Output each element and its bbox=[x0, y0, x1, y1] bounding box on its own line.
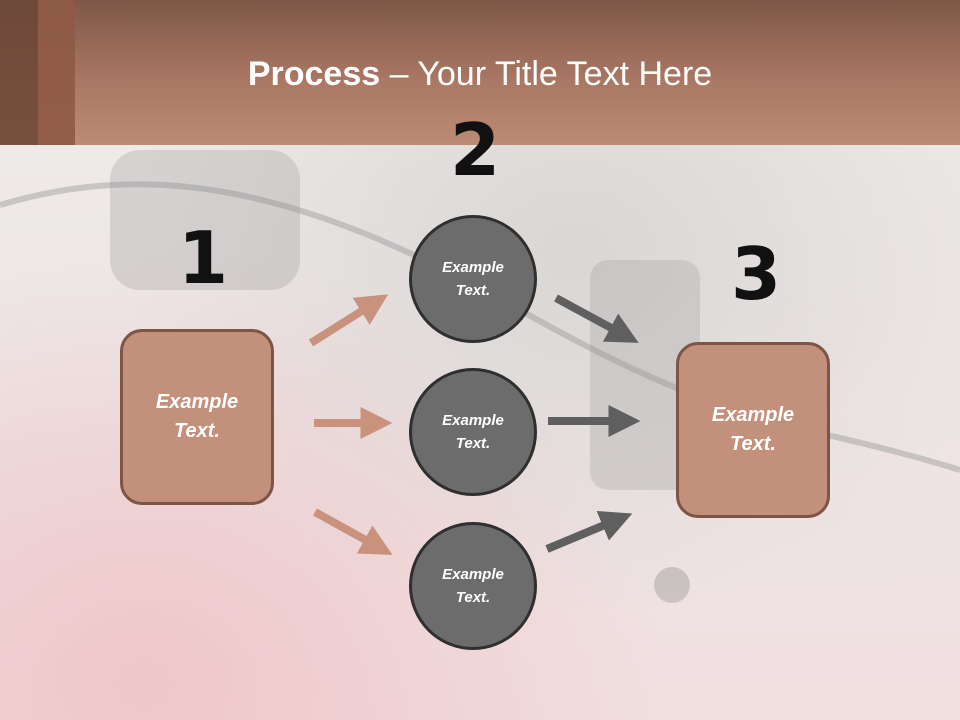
step-number-2: 2 bbox=[450, 108, 501, 192]
step-number-3: 3 bbox=[731, 232, 782, 316]
header-accent-dark bbox=[0, 0, 38, 145]
title-bar: Process – Your Title Text Here bbox=[0, 0, 960, 145]
title-bold: Process bbox=[247, 55, 381, 93]
slide-title: Process – Your Title Text Here bbox=[0, 54, 960, 94]
header-accent-light bbox=[38, 0, 75, 145]
step-number-1: 1 bbox=[178, 216, 229, 300]
arrow-box1-to-bottom bbox=[313, 508, 393, 555]
title-rest: – Your Title Text Here bbox=[380, 55, 713, 93]
arrow-box1-to-top bbox=[308, 294, 389, 347]
arrow-top-to-box3 bbox=[554, 294, 639, 343]
arrow-bottom-to-box3 bbox=[545, 511, 633, 553]
